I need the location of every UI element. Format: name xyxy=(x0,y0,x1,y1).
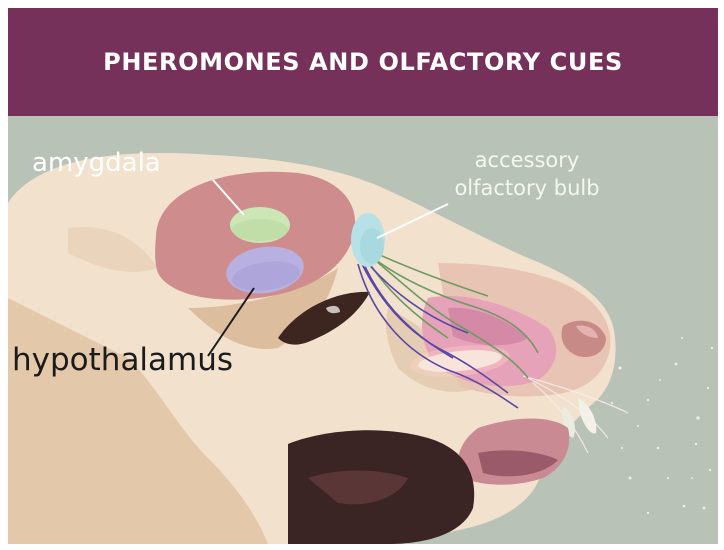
accessory-olfactory-bulb-label: accessory olfactory bulb xyxy=(422,146,632,202)
amygdala-label: amygdala xyxy=(32,148,161,178)
hypothalamus-label: hypothalamus xyxy=(12,342,233,378)
slide: PHEROMONES AND OLFACTORY CUES xyxy=(8,8,718,544)
amygdala-region-edge xyxy=(232,219,288,241)
slide-header: PHEROMONES AND OLFACTORY CUES xyxy=(8,8,718,116)
accessory-olfactory-bulb-edge xyxy=(360,228,384,264)
slide-title: PHEROMONES AND OLFACTORY CUES xyxy=(103,48,623,76)
